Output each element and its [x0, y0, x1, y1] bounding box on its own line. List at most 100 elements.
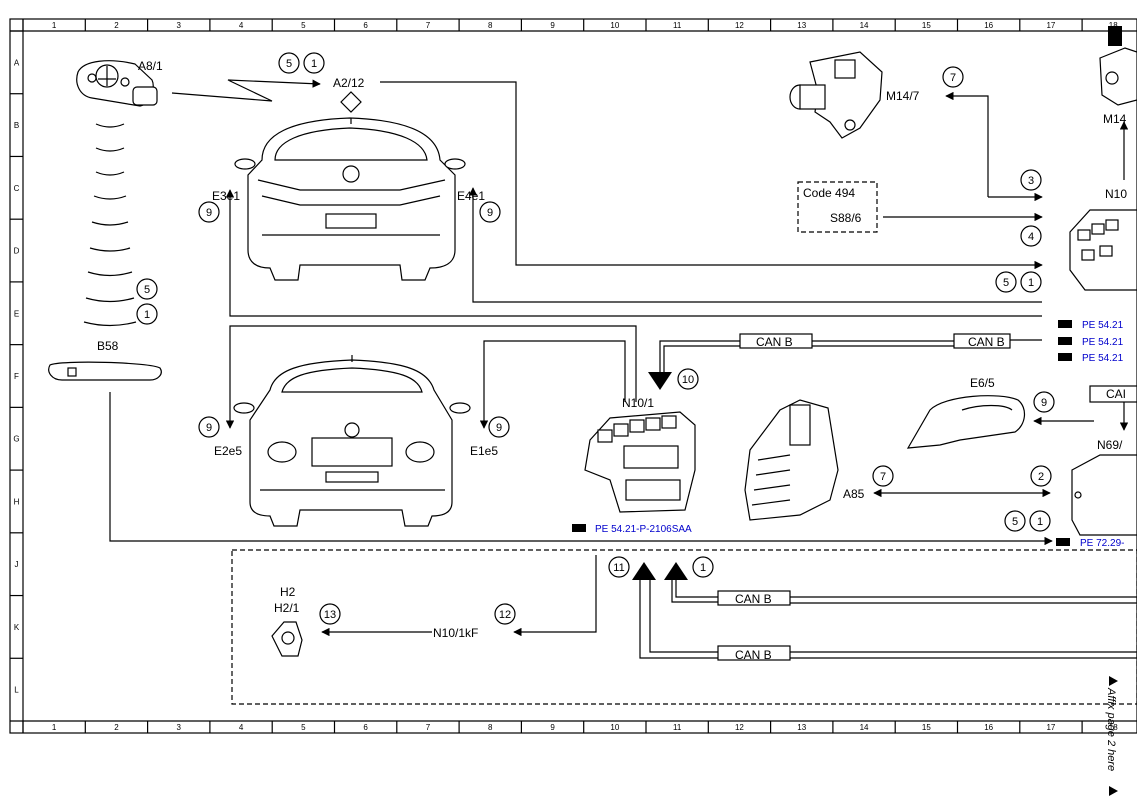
control-unit-a85-drawing	[744, 399, 839, 521]
grid-row-label: L	[14, 686, 19, 695]
grid-col-label: 14	[860, 723, 869, 732]
horn-h2-drawing	[271, 621, 303, 657]
label-a8-1: A8/1	[138, 59, 163, 73]
car-front-drawing	[233, 355, 471, 527]
grid-col-label: 16	[984, 723, 993, 732]
grid-col-label: 12	[735, 21, 744, 30]
label-a85: A85	[843, 487, 865, 501]
grid-col-label: 1	[52, 21, 57, 30]
actuator-m14-drawing	[1099, 26, 1137, 106]
callout-circle	[136, 278, 158, 300]
grid-col-label: 2	[114, 21, 119, 30]
grid-row-label: C	[14, 184, 20, 193]
callout-circle	[942, 66, 964, 88]
grid-col-label: 3	[177, 21, 182, 30]
callout-circle	[303, 52, 325, 74]
callout-circle	[1029, 510, 1051, 532]
callout-circle	[136, 303, 158, 325]
grid-col-label: 15	[922, 21, 931, 30]
callout-number: 4	[1028, 231, 1034, 243]
callout-number: 5	[1012, 516, 1018, 528]
grid-col-label: 11	[673, 21, 682, 30]
callout-circle	[1020, 225, 1042, 247]
grid-col-label: 3	[177, 723, 182, 732]
callout-circle	[1033, 391, 1055, 413]
callout-number: 1	[144, 309, 150, 321]
callout-circle	[1030, 465, 1052, 487]
callout-circle	[872, 465, 894, 487]
grid-col-label: 10	[610, 21, 619, 30]
ref-link[interactable]: PE 54.21	[1082, 353, 1124, 364]
can-b-label: CAN B	[735, 648, 772, 662]
ref-link[interactable]: PE 54.21-P-2106SAA	[595, 524, 692, 535]
callout-number: 11	[613, 562, 624, 574]
radio-signal-link	[171, 79, 321, 102]
grid-row-label: D	[14, 247, 20, 256]
label-b58: B58	[97, 339, 119, 353]
ref-link[interactable]: PE 72.29-	[1080, 538, 1124, 549]
callout-number: 2	[1038, 471, 1044, 483]
grid-col-label: 10	[610, 723, 619, 732]
callout-circle	[488, 416, 510, 438]
callout-circle	[1020, 169, 1042, 191]
control-unit-n69-drawing	[1071, 454, 1137, 536]
signal-waves	[83, 123, 137, 327]
label-h2: H2	[280, 585, 296, 599]
diagram-frame	[9, 18, 1137, 734]
grid-col-label: 7	[426, 21, 431, 30]
label-e3e1: E3e1	[212, 189, 240, 203]
can-partial-label: CAI	[1106, 387, 1126, 401]
callout-number: 13	[324, 609, 336, 621]
label-m14-7: M14/7	[886, 89, 920, 103]
ref-link[interactable]: PE 54.21	[1082, 337, 1124, 348]
door-handle-b58-drawing	[48, 361, 162, 381]
label-n10-1kf: N10/1kF	[433, 626, 478, 640]
grid-row-label: B	[14, 121, 19, 130]
grid-col-label: 8	[488, 21, 493, 30]
grid-col-label: 1	[52, 723, 57, 732]
grid-col-label: 8	[488, 723, 493, 732]
grid-col-label: 18	[1109, 21, 1118, 30]
grid-col-label: 13	[797, 21, 806, 30]
control-unit-n10-drawing	[1069, 209, 1137, 291]
grid-row-label: K	[14, 623, 20, 632]
callout-number: 7	[880, 471, 886, 483]
callout-circle	[995, 271, 1017, 293]
callout-number: 5	[144, 284, 150, 296]
callout-circle	[494, 603, 516, 625]
callout-circle	[198, 416, 220, 438]
grid-col-label: 17	[1046, 21, 1055, 30]
grid-col-label: 12	[735, 723, 744, 732]
fuse-relay-module-n10-1-drawing	[584, 411, 696, 513]
callout-circle	[608, 556, 630, 578]
label-code494: Code 494	[803, 186, 855, 200]
grid-col-label: 13	[797, 723, 806, 732]
grid-col-label: 9	[550, 723, 555, 732]
grid-col-label: 14	[860, 21, 869, 30]
label-e2e5: E2e5	[214, 444, 242, 458]
row-ticks	[10, 30, 23, 659]
callout-number: 3	[1028, 175, 1034, 187]
callout-number: 12	[499, 609, 511, 621]
reference-hand-icons	[572, 320, 1072, 546]
callout-number: 9	[206, 422, 212, 434]
grid-col-label: 4	[239, 723, 244, 732]
callout-number: 5	[1003, 277, 1009, 289]
code494-box	[797, 181, 878, 233]
grid-col-label: 6	[363, 21, 368, 30]
callout-circle	[278, 52, 300, 74]
grid-col-label: 5	[301, 723, 306, 732]
ref-link[interactable]: PE 54.21	[1082, 320, 1124, 331]
can-b-label: CAN B	[756, 335, 793, 349]
callout-circle	[479, 201, 501, 223]
can-b-label: CAN B	[968, 335, 1005, 349]
callout-number: 9	[487, 207, 493, 219]
grid-col-label: 16	[984, 21, 993, 30]
affix-note: Affix page 2 here	[1105, 687, 1117, 771]
grid-col-label: 6	[363, 723, 368, 732]
grid-row-label: F	[14, 372, 19, 381]
grid-col-label: 2	[114, 723, 119, 732]
label-h2-1: H2/1	[274, 601, 300, 615]
